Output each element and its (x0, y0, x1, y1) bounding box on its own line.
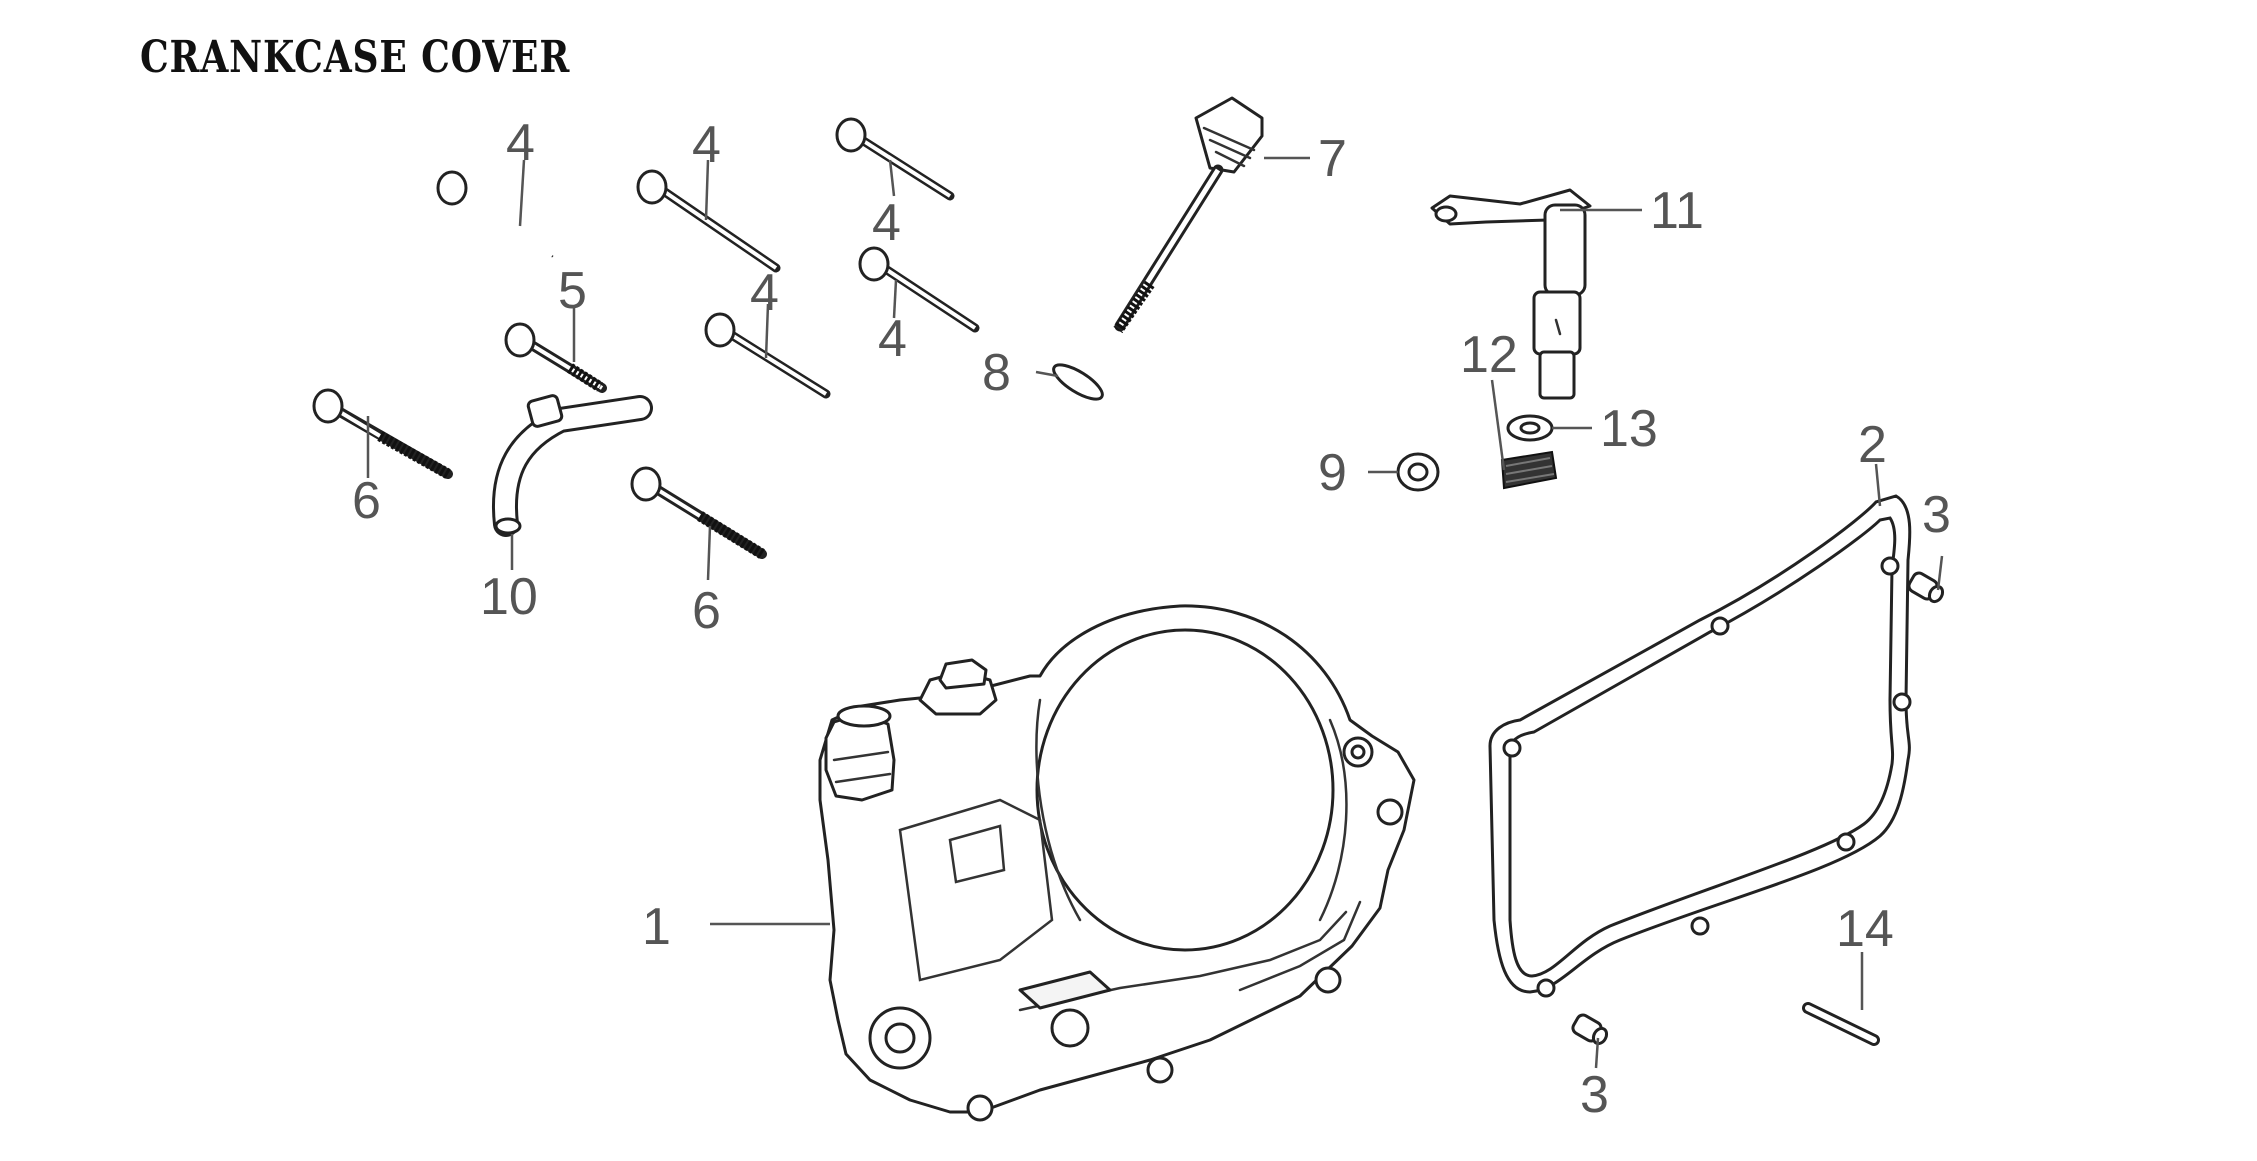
callout-8: 8 (982, 344, 1011, 402)
o-ring-8 (1052, 363, 1104, 401)
callout-6-right: 6 (692, 582, 721, 640)
callout-4-e: 4 (750, 264, 779, 322)
callout-3-bottom: 3 (1580, 1066, 1609, 1124)
callout-1: 1 (642, 898, 671, 956)
leader-lines (366, 156, 1944, 1069)
bolt-6-a (312, 388, 453, 479)
dowel-pin-3-a (1907, 571, 1945, 604)
callout-9: 9 (1318, 444, 1347, 502)
bolt-4-e (704, 312, 831, 399)
callout-5: 5 (558, 262, 587, 320)
callout-12: 12 (1460, 326, 1518, 384)
bolt-5 (504, 322, 607, 393)
oil-dipstick-7 (1113, 96, 1264, 334)
callout-4-d: 4 (878, 310, 907, 368)
crankcase-cover-1 (818, 604, 1416, 1122)
callout-6-left: 6 (352, 472, 381, 530)
callout-3-top: 3 (1922, 486, 1951, 544)
bolt-4-c (835, 117, 955, 201)
callout-11: 11 (1650, 182, 1704, 240)
bolt-6-b (630, 466, 767, 559)
pin-14 (1802, 1002, 1880, 1046)
sensor-11 (1430, 188, 1592, 400)
bolt-4-a (436, 170, 554, 258)
diagram-title: CRANKCASE COVER (140, 32, 571, 83)
washer-13 (1506, 414, 1554, 442)
bolt-4-d (858, 246, 980, 333)
callout-10: 10 (480, 568, 538, 626)
callout-4-c: 4 (872, 194, 901, 252)
callout-4-a: 4 (506, 114, 535, 172)
callout-13: 13 (1600, 400, 1658, 458)
gasket-2 (1488, 494, 1912, 998)
breather-pipe-10 (492, 394, 653, 537)
callout-7: 7 (1318, 130, 1347, 188)
washer-9 (1396, 452, 1440, 492)
callout-2: 2 (1858, 416, 1887, 474)
callout-14: 14 (1836, 900, 1894, 958)
spring-12 (1490, 379, 1558, 490)
callout-4-b: 4 (692, 116, 721, 174)
bolt-4-b (636, 169, 781, 273)
dowel-pin-3-b (1571, 1013, 1609, 1046)
